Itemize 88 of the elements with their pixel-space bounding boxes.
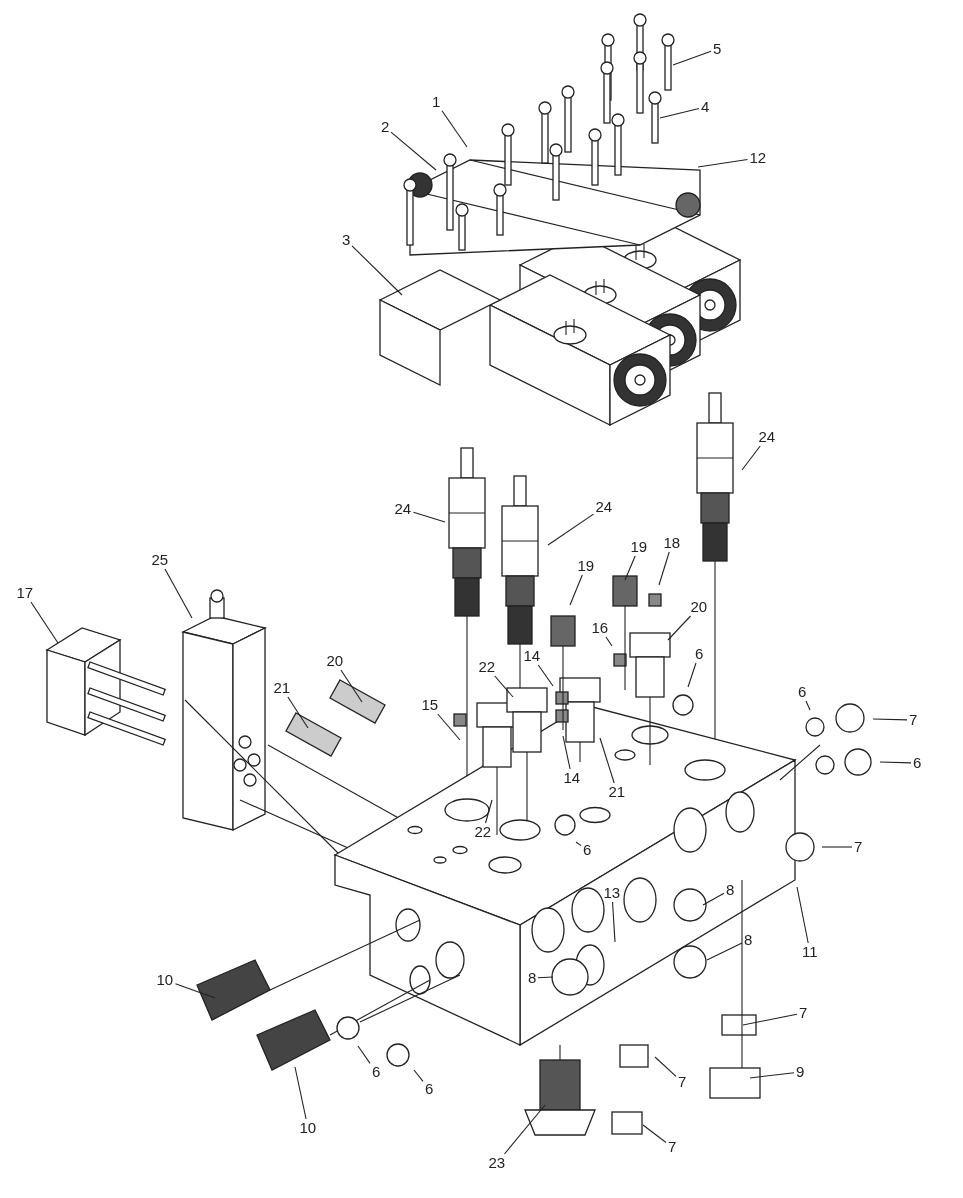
callout-number: 6 — [694, 646, 705, 662]
callout-number: 11 — [801, 944, 819, 960]
leader-line — [174, 983, 216, 999]
callout-number: 16 — [590, 620, 610, 636]
leader-line — [659, 107, 700, 119]
callout-number: 20 — [325, 653, 345, 669]
leader-line — [294, 1066, 307, 1120]
callout-number: 6 — [371, 1064, 382, 1080]
callout-number: 2 — [380, 119, 391, 135]
callout-number: 6 — [797, 684, 808, 700]
leader-line — [642, 1124, 667, 1143]
leader-line — [667, 615, 692, 641]
callout-number: 8 — [725, 882, 736, 898]
callout-number: 25 — [150, 552, 170, 568]
leader-line — [879, 761, 912, 764]
callout-number: 7 — [667, 1139, 678, 1155]
callout-number: 10 — [298, 1120, 318, 1136]
callout-number: 24 — [594, 499, 614, 515]
leader-line — [562, 735, 571, 770]
callout-number: 3 — [341, 232, 352, 248]
callout-number: 22 — [473, 824, 493, 840]
callout-number: 7 — [677, 1074, 688, 1090]
leader-line — [164, 568, 193, 619]
leader-line — [672, 50, 712, 66]
callout-number: 21 — [607, 784, 627, 800]
leader-line — [599, 737, 615, 784]
callout-number: 7 — [798, 1005, 809, 1021]
leader-line — [494, 675, 514, 698]
callout-number: 14 — [562, 770, 582, 786]
leader-line — [654, 1056, 677, 1077]
callout-number: 7 — [853, 839, 864, 855]
leader-line — [624, 555, 636, 581]
leader-line — [441, 110, 468, 148]
leader-line — [697, 159, 749, 168]
leader-line — [503, 1104, 546, 1155]
callout-number: 7 — [908, 712, 919, 728]
callout-number: 19 — [576, 558, 596, 574]
callout-number: 19 — [629, 539, 649, 555]
leader-line — [687, 662, 697, 688]
leader-line — [702, 892, 725, 906]
leader-line — [413, 1069, 424, 1082]
callout-number: 8 — [527, 970, 538, 986]
leader-line — [742, 1013, 798, 1026]
callout-number: 24 — [757, 429, 777, 445]
leader-line — [412, 511, 446, 523]
leader-line — [351, 245, 403, 296]
leader-line — [537, 664, 554, 687]
callout-number: 9 — [795, 1064, 806, 1080]
callout-number: 6 — [424, 1081, 435, 1097]
leader-line — [821, 846, 853, 848]
callout-number: 1 — [431, 94, 442, 110]
callout-number: 23 — [487, 1155, 507, 1171]
leader-line — [605, 636, 613, 647]
leader-line — [749, 1072, 795, 1079]
callout-number: 17 — [15, 585, 35, 601]
leader-line — [741, 445, 761, 471]
callout-number: 6 — [582, 842, 593, 858]
callout-number: 8 — [743, 932, 754, 948]
callout-number: 6 — [912, 755, 923, 771]
callout-number: 5 — [712, 41, 723, 57]
leader-line — [872, 718, 908, 721]
callout-number: 22 — [477, 659, 497, 675]
callout-number: 4 — [700, 99, 711, 115]
leader-line — [575, 841, 582, 847]
leader-line — [30, 601, 59, 644]
leader-line — [547, 513, 595, 546]
callout-number: 14 — [522, 648, 542, 664]
leader-line — [612, 901, 616, 943]
callout-number: 13 — [602, 885, 622, 901]
leader-line — [658, 551, 670, 586]
leader-line — [287, 696, 309, 729]
leader-line — [390, 131, 437, 171]
leader-line — [706, 942, 743, 961]
callout-number: 21 — [272, 680, 292, 696]
leader-line — [484, 799, 493, 824]
leader-line — [796, 886, 809, 944]
callout-number: 15 — [420, 697, 440, 713]
leader-line — [805, 700, 811, 711]
callout-number: 24 — [393, 501, 413, 517]
leader-line — [569, 574, 583, 606]
leader-line — [437, 713, 461, 741]
leader-line — [340, 669, 363, 703]
leader-line — [537, 976, 554, 979]
callout-number: 12 — [748, 150, 768, 166]
callout-number: 18 — [662, 535, 682, 551]
callout-number: 10 — [155, 972, 175, 988]
callout-number: 20 — [689, 599, 709, 615]
leader-line — [357, 1045, 371, 1064]
